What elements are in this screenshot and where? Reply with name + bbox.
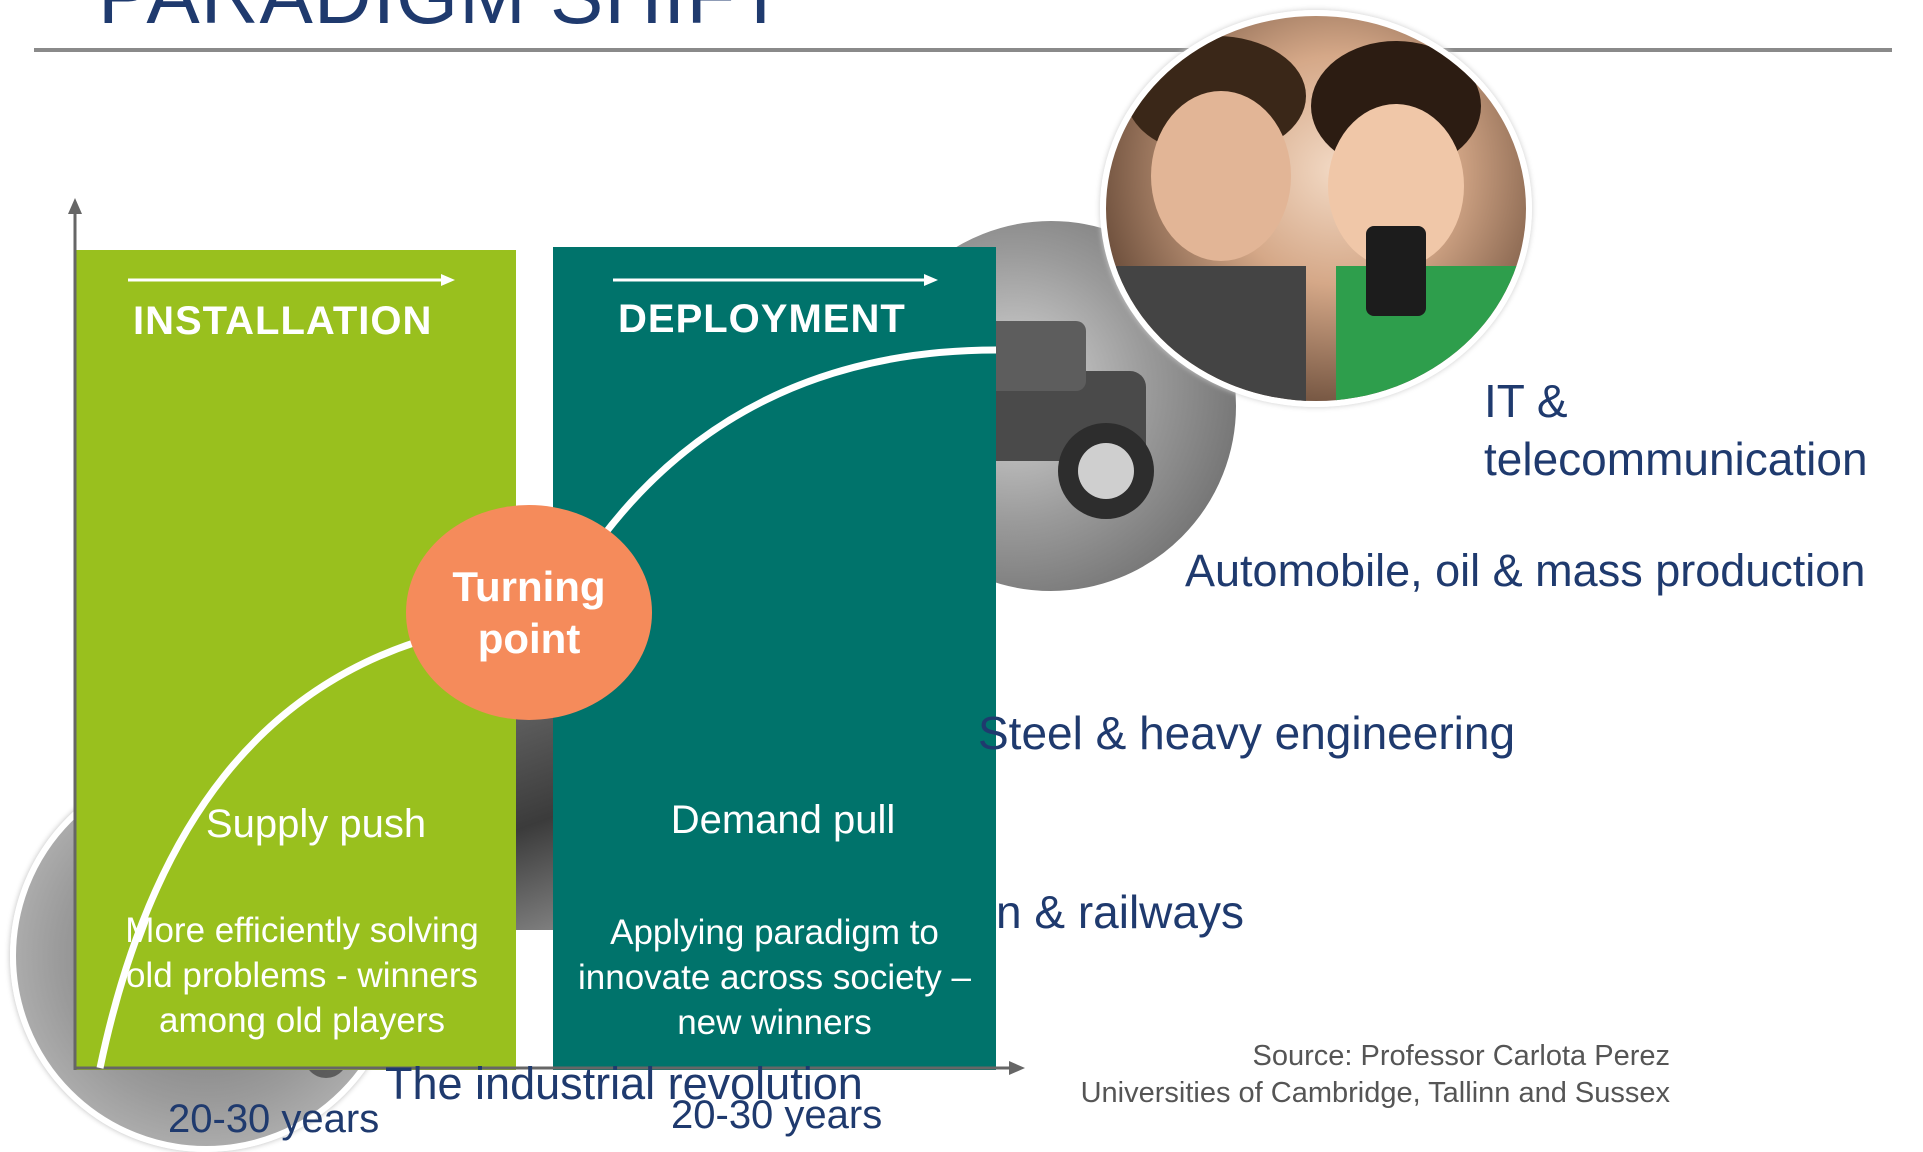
deployment-arrowhead [924, 274, 938, 286]
it-telecom-label-line: telecommunication [1484, 433, 1868, 485]
installation-arrowhead [441, 274, 455, 286]
steam-railways-label: n & railways [996, 886, 1244, 938]
installation-description-line: old problems - winners [125, 956, 479, 995]
installation-label: INSTALLATION [133, 299, 433, 343]
it-telecom-label-line: IT & [1484, 375, 1568, 427]
turning-point-line-2: point [477, 614, 581, 662]
it-telecom-label: IT & telecommunication [1484, 372, 1868, 488]
steel-label: Steel & heavy engineering [978, 707, 1516, 759]
installation-description: More efficiently solving old problems - … [82, 908, 522, 1043]
installation-description-line: among old players [159, 1001, 445, 1040]
deployment-description: Applying paradigm to innovate across soc… [553, 910, 996, 1045]
installation-heading: Supply push [205, 802, 427, 846]
turning-point-circle: Turning point [406, 505, 652, 720]
installation-description-line: More efficiently solving [125, 911, 479, 950]
x-axis-arrowhead [1009, 1061, 1025, 1075]
deployment-description-line: Applying paradigm to [610, 913, 939, 952]
s-curve-lower [96, 626, 461, 1069]
turning-point-line-1: Turning [452, 562, 606, 610]
title-divider [34, 48, 1892, 52]
it-telecom-photo [1100, 10, 1532, 407]
installation-duration: 20-30 years [168, 1097, 380, 1141]
page-title: PARADIGM SHIFT [98, 0, 786, 42]
source-line: Source: Professor Carlota Perez [1252, 1040, 1670, 1072]
source-citation: Source: Professor Carlota Perez Universi… [1081, 1038, 1670, 1112]
s-curve-upper [597, 346, 997, 543]
deployment-duration: 20-30 years [671, 1093, 883, 1137]
deployment-label: DEPLOYMENT [618, 297, 906, 341]
deployment-description-line: new winners [677, 1003, 872, 1042]
y-axis-arrowhead [68, 198, 82, 214]
industrial-revolution-label: The industrial revolution [385, 1058, 863, 1109]
deployment-description-line: innovate across society – [578, 958, 971, 997]
deployment-heading: Demand pull [670, 798, 896, 842]
automobile-label: Automobile, oil & mass production [1185, 545, 1866, 596]
source-line: Universities of Cambridge, Tallinn and S… [1080, 1077, 1670, 1109]
